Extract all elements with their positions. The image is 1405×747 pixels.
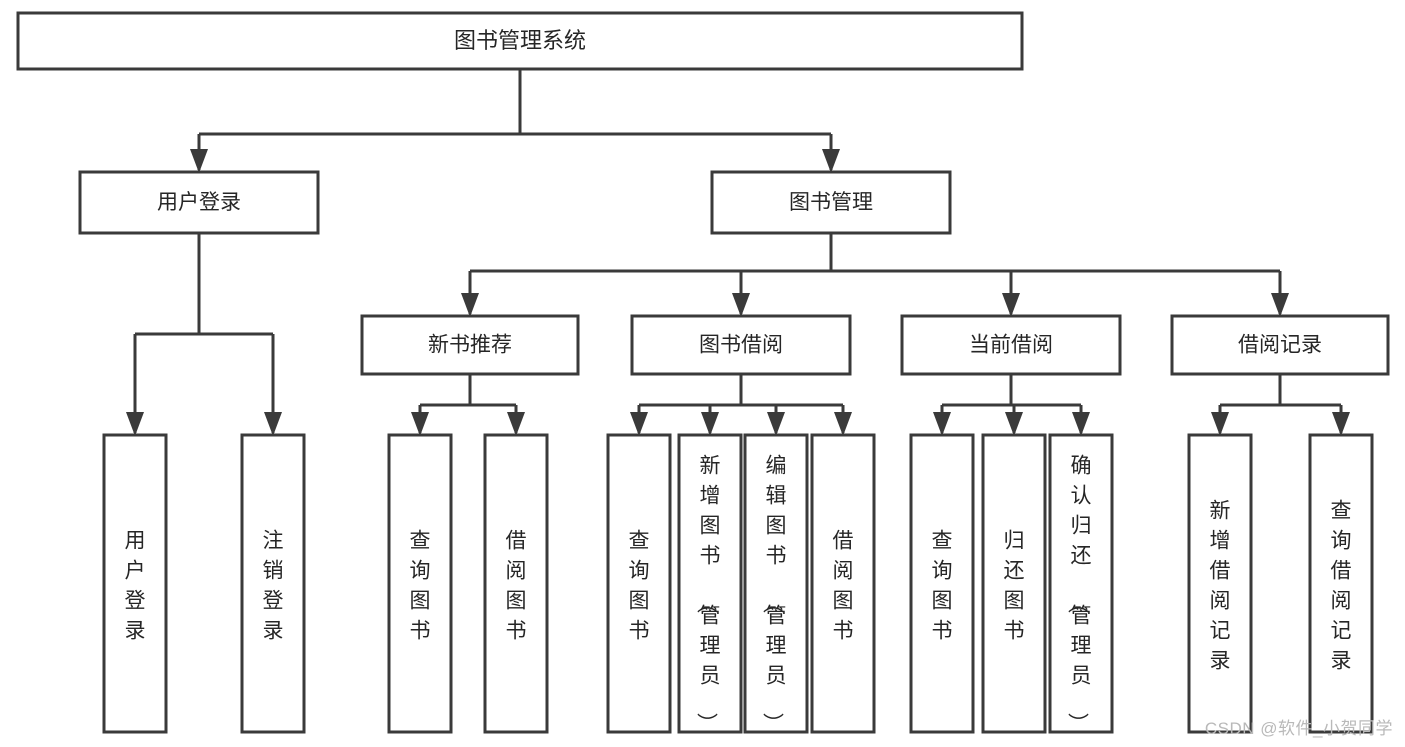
connector-layer <box>126 69 1350 436</box>
node-level2-1-label: 图书管理 <box>789 191 873 214</box>
node-level3-1[interactable]: 图书借阅 <box>630 314 852 376</box>
node-leaf-6-label: 编辑图书（管理员） <box>761 455 787 734</box>
node-leaf-9-rect[interactable] <box>981 433 1047 734</box>
node-level2-1-rect[interactable] <box>710 170 952 235</box>
node-leaf-2-rect[interactable] <box>387 433 453 734</box>
node-level2-0-rect[interactable] <box>78 170 320 235</box>
arrow-head-icon <box>190 149 208 173</box>
node-level2-1[interactable]: 图书管理 <box>710 170 952 235</box>
node-leaf-3-label: 借阅图书 <box>506 530 527 643</box>
arrow-head-icon <box>1072 412 1090 436</box>
arrow-head-icon <box>933 412 951 436</box>
node-leaf-7[interactable]: 借阅图书 <box>810 433 876 734</box>
node-leaf-12-rect[interactable] <box>1308 433 1374 734</box>
node-level3-3[interactable]: 借阅记录 <box>1170 314 1390 376</box>
node-leaf-6[interactable]: 编辑图书（管理员） <box>743 433 809 734</box>
node-leaf-11[interactable]: 新增借阅记录 <box>1187 433 1253 734</box>
node-leaf-4-label: 查询图书 <box>629 530 650 643</box>
arrow-head-icon <box>767 412 785 436</box>
node-level2-0-label: 用户登录 <box>157 191 241 214</box>
node-leaf-10[interactable]: 确认归还（管理员） <box>1048 433 1114 734</box>
node-leaf-12[interactable]: 查询借阅记录 <box>1308 433 1374 734</box>
arrow-head-icon <box>411 412 429 436</box>
node-leaf-8-label: 查询图书 <box>932 530 953 643</box>
node-leaf-3-rect[interactable] <box>483 433 549 734</box>
node-root-label: 图书管理系统 <box>454 28 586 53</box>
node-leaf-5-rect[interactable] <box>677 433 743 734</box>
node-root[interactable]: 图书管理系统 <box>16 11 1024 71</box>
arrow-head-icon <box>461 293 479 317</box>
node-leaf-5[interactable]: 新增图书（管理员） <box>677 433 743 734</box>
arrow-head-icon <box>630 412 648 436</box>
node-leaf-3[interactable]: 借阅图书 <box>483 433 549 734</box>
node-leaf-5-label: 新增图书（管理员） <box>695 455 721 734</box>
node-root-rect[interactable] <box>16 11 1024 71</box>
arrow-head-icon <box>701 412 719 436</box>
node-level3-3-label: 借阅记录 <box>1238 334 1322 357</box>
node-layer: 图书管理系统用户登录图书管理新书推荐图书借阅当前借阅借阅记录用户登录注销登录查询… <box>16 11 1390 734</box>
node-leaf-10-rect[interactable] <box>1048 433 1114 734</box>
node-leaf-8[interactable]: 查询图书 <box>909 433 975 734</box>
node-level2-0[interactable]: 用户登录 <box>78 170 320 235</box>
arrow-head-icon <box>834 412 852 436</box>
node-leaf-11-rect[interactable] <box>1187 433 1253 734</box>
arrow-head-icon <box>126 412 144 436</box>
node-leaf-0-label: 用户登录 <box>125 530 146 643</box>
node-leaf-7-rect[interactable] <box>810 433 876 734</box>
node-leaf-1[interactable]: 注销登录 <box>240 433 306 734</box>
node-level3-2[interactable]: 当前借阅 <box>900 314 1122 376</box>
node-level3-1-rect[interactable] <box>630 314 852 376</box>
node-leaf-11-label: 新增借阅记录 <box>1210 500 1231 673</box>
arrow-head-icon <box>732 293 750 317</box>
arrow-head-icon <box>1332 412 1350 436</box>
node-level3-2-label: 当前借阅 <box>969 334 1053 357</box>
node-leaf-0[interactable]: 用户登录 <box>102 433 168 734</box>
node-leaf-4-rect[interactable] <box>606 433 672 734</box>
node-leaf-9-label: 归还图书 <box>1004 530 1025 643</box>
arrow-head-icon <box>1005 412 1023 436</box>
node-leaf-4[interactable]: 查询图书 <box>606 433 672 734</box>
node-level3-2-rect[interactable] <box>900 314 1122 376</box>
node-leaf-10-label: 确认归还（管理员） <box>1066 455 1092 734</box>
arrow-head-icon <box>1211 412 1229 436</box>
node-level3-1-label: 图书借阅 <box>699 334 783 357</box>
node-leaf-8-rect[interactable] <box>909 433 975 734</box>
arrow-head-icon <box>822 149 840 173</box>
node-level3-0-label: 新书推荐 <box>428 334 512 357</box>
node-leaf-2-label: 查询图书 <box>410 530 431 643</box>
node-leaf-7-label: 借阅图书 <box>833 530 854 643</box>
node-leaf-1-label: 注销登录 <box>263 530 284 643</box>
node-leaf-1-rect[interactable] <box>240 433 306 734</box>
node-leaf-12-label: 查询借阅记录 <box>1331 500 1352 673</box>
arrow-head-icon <box>264 412 282 436</box>
node-level3-0-rect[interactable] <box>360 314 580 376</box>
node-leaf-6-rect[interactable] <box>743 433 809 734</box>
arrow-head-icon <box>507 412 525 436</box>
node-leaf-2[interactable]: 查询图书 <box>387 433 453 734</box>
node-level3-0[interactable]: 新书推荐 <box>360 314 580 376</box>
node-leaf-0-rect[interactable] <box>102 433 168 734</box>
node-leaf-9[interactable]: 归还图书 <box>981 433 1047 734</box>
arrow-head-icon <box>1002 293 1020 317</box>
node-level3-3-rect[interactable] <box>1170 314 1390 376</box>
arrow-head-icon <box>1271 293 1289 317</box>
